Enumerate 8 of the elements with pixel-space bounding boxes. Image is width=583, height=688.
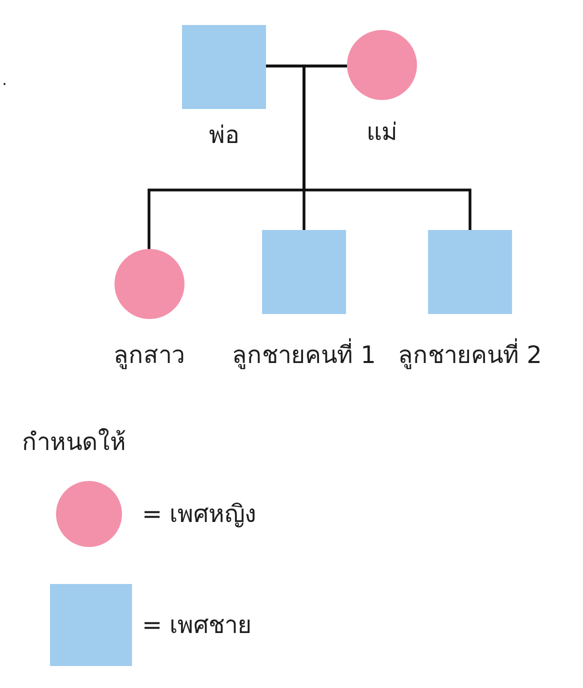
- name-label: แม่: [366, 118, 398, 146]
- connector-line: [302, 64, 472, 230]
- dot-mark: .: [2, 70, 8, 90]
- legend-heading: กำหนดให้: [22, 428, 126, 457]
- name-label: ลูกสาว: [114, 341, 184, 369]
- legend-label: = เพศชาย: [142, 611, 252, 639]
- name-label: พ่อ: [209, 121, 239, 149]
- legend-label: = เพศหญิง: [142, 500, 257, 528]
